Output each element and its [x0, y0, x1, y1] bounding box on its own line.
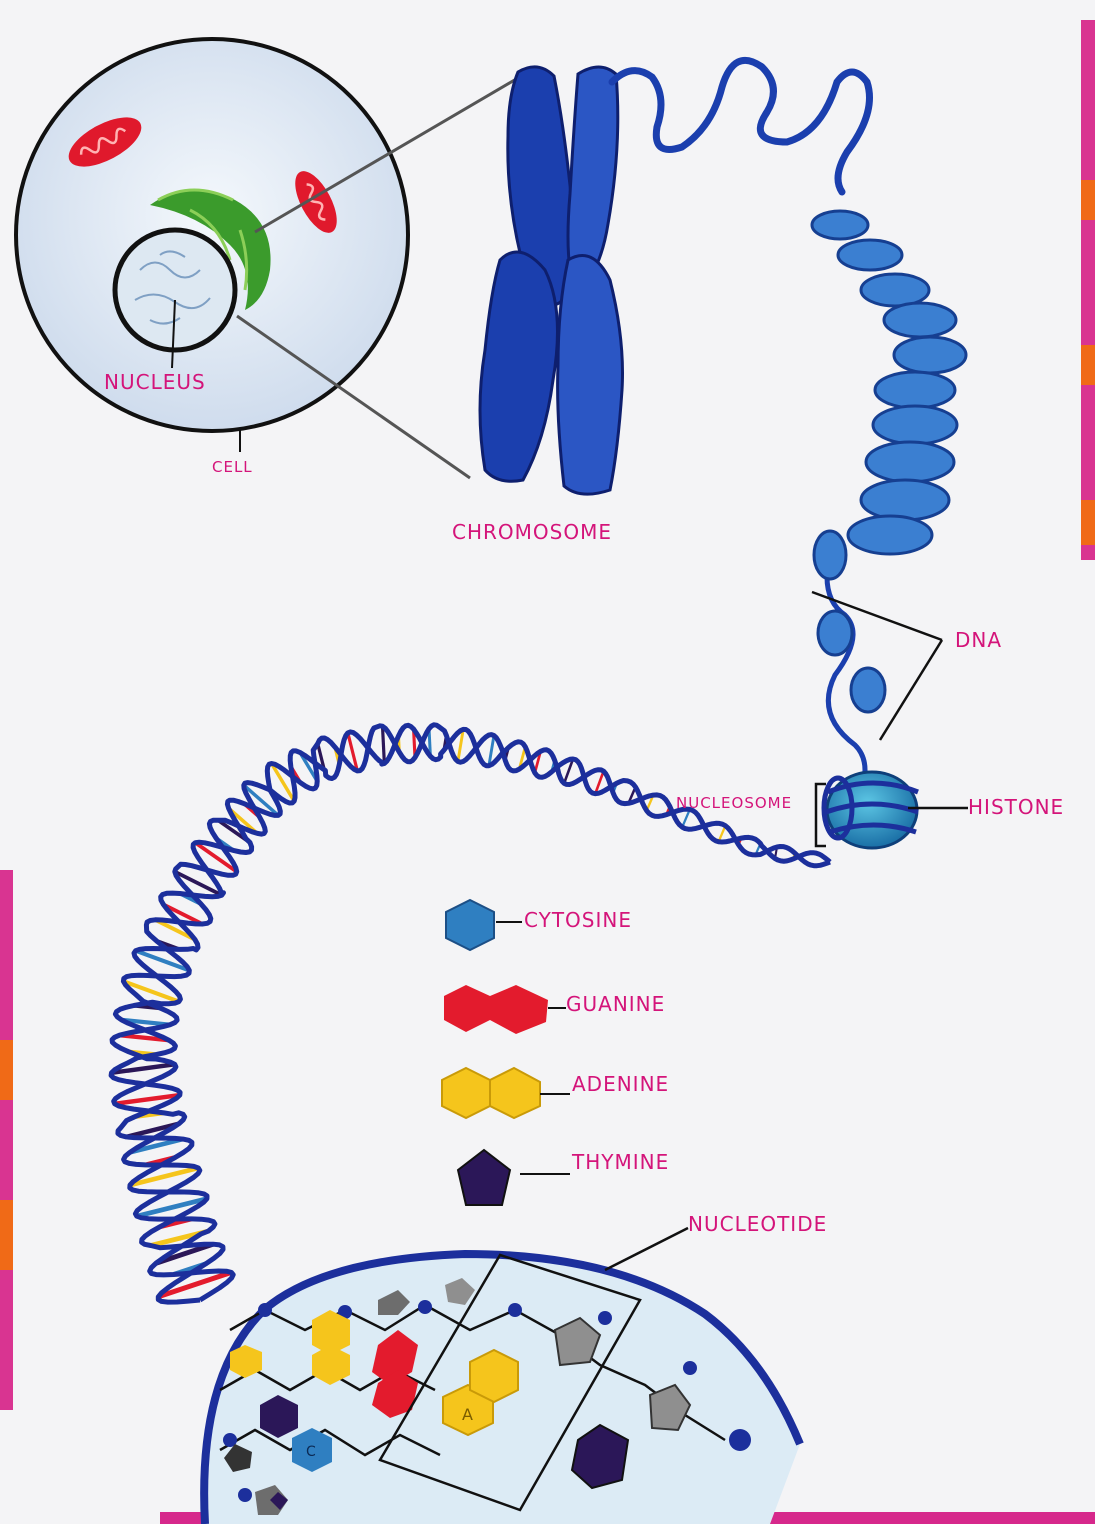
legend-label-cytosine: CYTOSINE	[524, 908, 632, 932]
left-border-accent-1	[0, 1040, 13, 1100]
beads-on-string	[814, 531, 885, 712]
chromatin-strand	[612, 60, 870, 192]
coiled-chromatin-fiber	[812, 211, 966, 554]
chromosome-label: CHROMOSOME	[452, 520, 612, 544]
right-border-strip	[1081, 20, 1095, 560]
adenine-glyph	[442, 1068, 570, 1118]
zoom-base-letter-cytosine: C	[306, 1444, 316, 1460]
right-border-accent-3	[1081, 500, 1095, 545]
right-border-accent-2	[1081, 345, 1095, 385]
chromosome	[480, 67, 623, 494]
guanine-glyph	[444, 985, 566, 1034]
dna-label: DNA	[955, 628, 1002, 652]
nucleotide-leader-line	[605, 1228, 688, 1270]
zoom-base-letter-adenine: A	[462, 1405, 473, 1424]
nucleus	[115, 230, 235, 350]
legend-label-thymine: THYMINE	[572, 1150, 669, 1174]
left-border-accent-2	[0, 1200, 13, 1270]
cytosine-glyph	[446, 900, 522, 950]
nucleus-label: NUCLEUS	[104, 370, 206, 394]
left-border-strip	[0, 870, 13, 1410]
cell-membrane	[16, 39, 408, 431]
legend-label-adenine: ADENINE	[572, 1072, 669, 1096]
histone	[824, 772, 918, 848]
cell	[16, 39, 408, 452]
legend-label-guanine: GUANINE	[566, 992, 665, 1016]
base-pair-rung	[682, 809, 690, 827]
cell-label: CELL	[212, 458, 253, 476]
right-border-accent-1	[1081, 180, 1095, 220]
nucleosome-label: NUCLEOSOME	[676, 794, 792, 812]
nucleotide-label: NUCLEOTIDE	[688, 1212, 827, 1236]
histone-label: HISTONE	[968, 795, 1064, 819]
nucleotide-zoom: A C	[204, 1228, 800, 1524]
base-pair-rung	[382, 726, 384, 763]
thymine-glyph	[458, 1150, 570, 1205]
